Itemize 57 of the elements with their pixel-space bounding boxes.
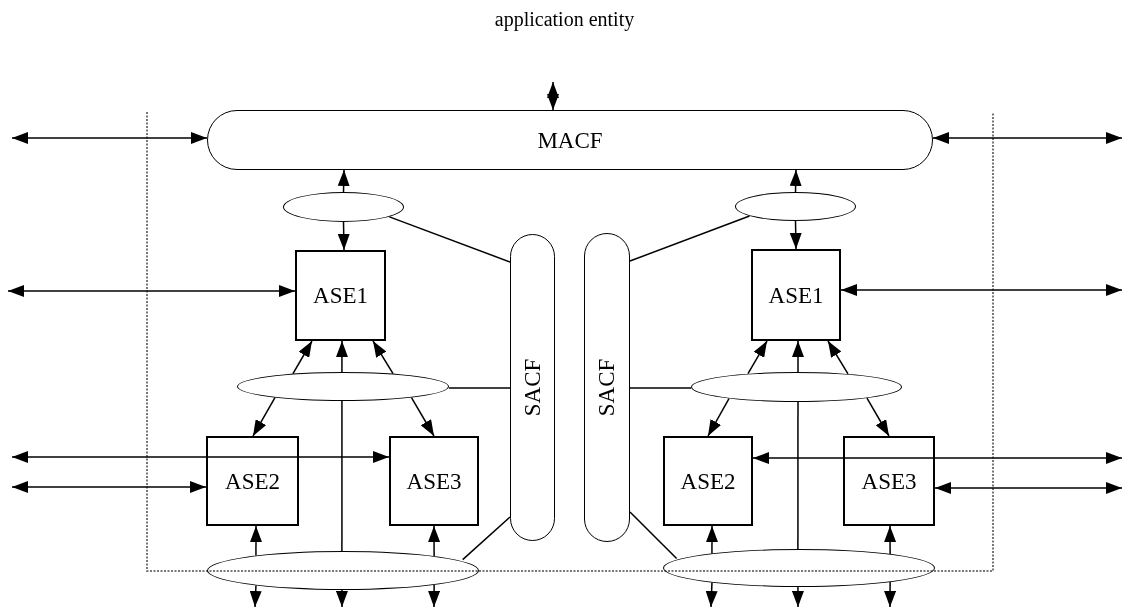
connector-line bbox=[341, 400, 343, 552]
process-box bbox=[663, 436, 753, 526]
process-box bbox=[206, 436, 299, 526]
arrow bbox=[292, 340, 313, 375]
arrow bbox=[249, 584, 262, 608]
arrow bbox=[335, 589, 348, 608]
connector-line bbox=[797, 401, 799, 550]
arrow bbox=[337, 221, 350, 251]
arrow bbox=[252, 396, 276, 437]
arrow bbox=[792, 340, 804, 373]
arrow bbox=[791, 586, 804, 608]
arrow bbox=[789, 169, 802, 193]
node-label: ASE1 bbox=[768, 283, 824, 307]
connector-line bbox=[629, 511, 678, 560]
arrow bbox=[11, 481, 207, 493]
arrow bbox=[7, 285, 296, 297]
node-label: ASE2 bbox=[680, 469, 736, 493]
connector-line bbox=[461, 516, 511, 561]
arrow bbox=[335, 340, 348, 373]
node-label: ASE3 bbox=[406, 469, 462, 493]
arrow bbox=[11, 132, 208, 144]
arrow bbox=[372, 340, 394, 375]
connector-line bbox=[629, 215, 751, 262]
arrow bbox=[705, 581, 718, 608]
arrow bbox=[884, 581, 897, 608]
node-label: SACF bbox=[595, 358, 619, 417]
connector-line bbox=[448, 387, 511, 389]
arrow bbox=[840, 284, 1123, 296]
arrow bbox=[428, 584, 441, 608]
arrow bbox=[706, 525, 718, 555]
arrow bbox=[884, 525, 897, 555]
arrow bbox=[337, 169, 350, 193]
arrow bbox=[707, 397, 730, 437]
arrow bbox=[11, 451, 390, 463]
connector-line bbox=[629, 387, 692, 389]
arrow bbox=[934, 482, 1123, 494]
arrow bbox=[428, 525, 441, 557]
process-box bbox=[389, 436, 479, 526]
arrow bbox=[789, 220, 802, 250]
process-box bbox=[295, 250, 386, 341]
process-box bbox=[751, 249, 841, 341]
arrow bbox=[752, 452, 1123, 464]
arrow bbox=[932, 132, 1123, 144]
node-label: ASE2 bbox=[225, 469, 280, 493]
arrow bbox=[410, 396, 435, 437]
arrow bbox=[747, 340, 768, 375]
node-label: SACF bbox=[521, 358, 544, 417]
node-label: MACF bbox=[537, 128, 603, 152]
arrow bbox=[866, 397, 890, 437]
connector-line bbox=[388, 216, 511, 263]
arrow bbox=[827, 340, 849, 375]
arrow bbox=[547, 81, 559, 111]
diagram-title: application entity bbox=[494, 8, 635, 30]
process-box bbox=[843, 436, 935, 526]
node-label: ASE1 bbox=[313, 284, 368, 307]
arrow bbox=[250, 525, 262, 557]
node-label: ASE3 bbox=[861, 469, 917, 493]
